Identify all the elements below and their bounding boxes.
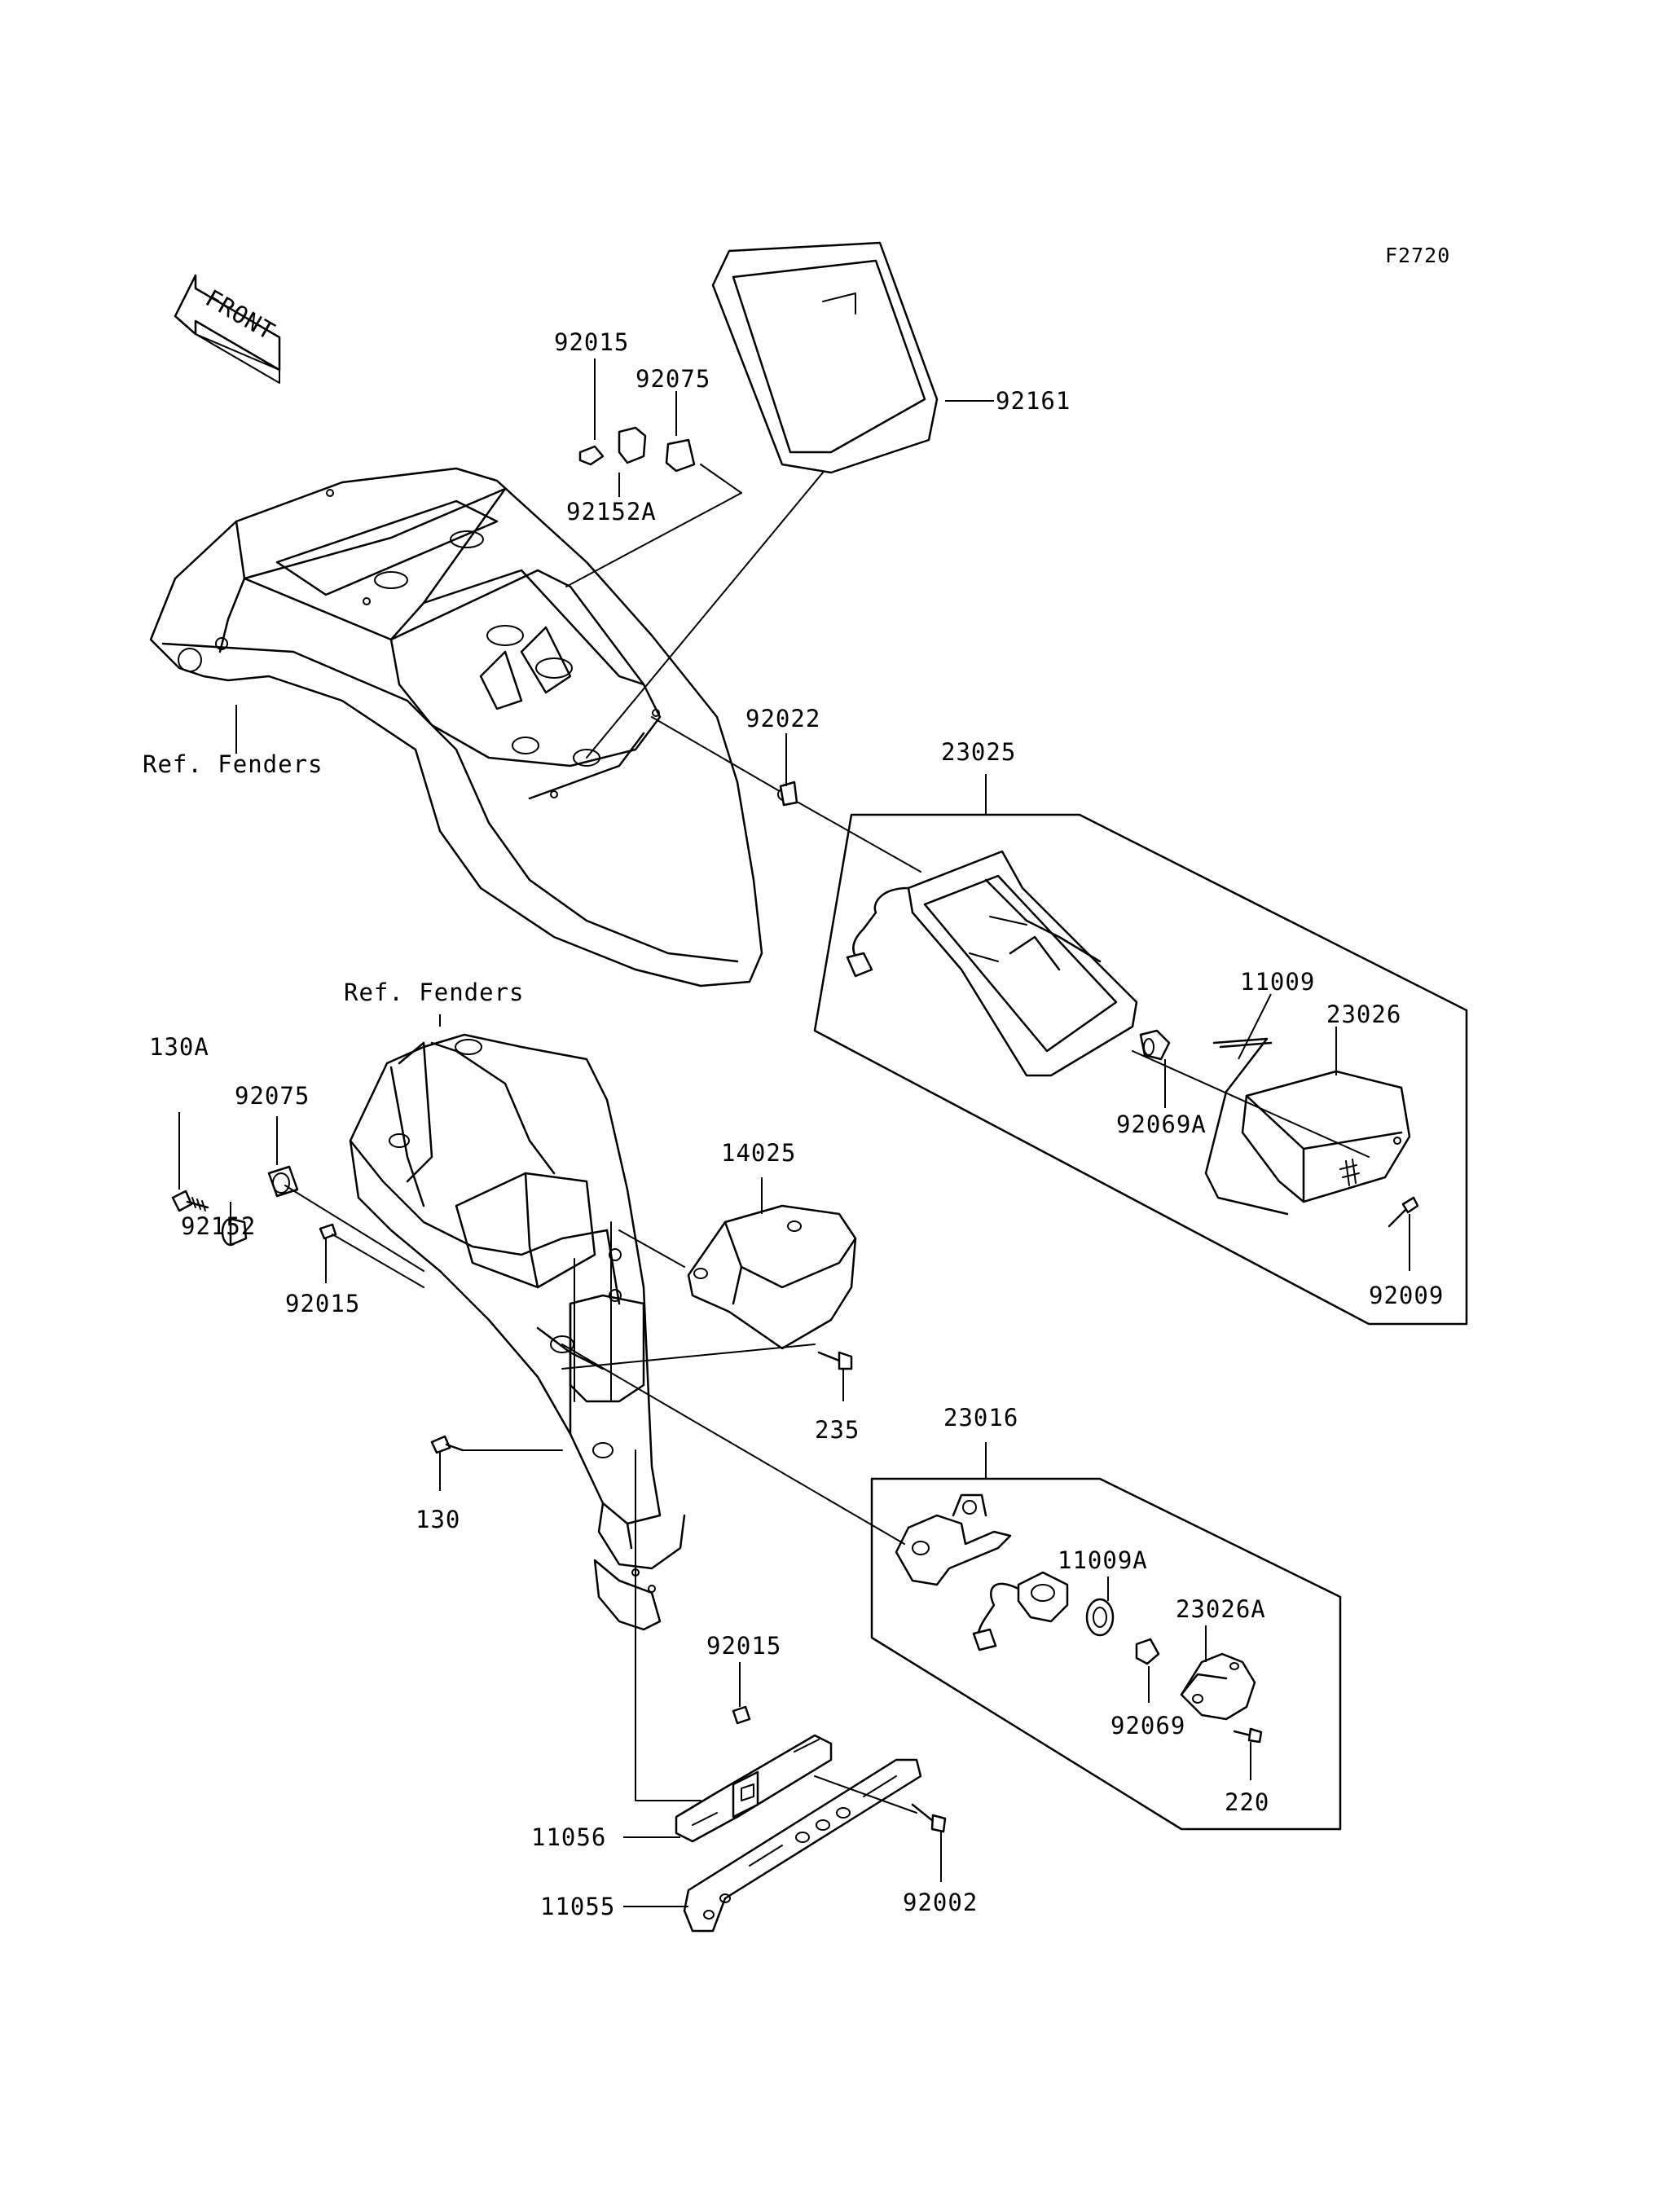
bracket-11056	[675, 1734, 833, 1843]
pad-92161	[711, 241, 939, 474]
label-92015-top: 92015	[554, 328, 629, 356]
label-92009: 92009	[1369, 1282, 1444, 1309]
label-23026A: 23026A	[1176, 1595, 1266, 1623]
label-220: 220	[1225, 1788, 1269, 1816]
label-92161: 92161	[996, 387, 1071, 415]
license-bracket-23016	[895, 1493, 1012, 1586]
label-11009: 11009	[1240, 968, 1315, 996]
nut-92015-lower	[319, 1223, 337, 1240]
label-92002: 92002	[903, 1889, 978, 1916]
screw-220	[1233, 1727, 1263, 1744]
bolt-92002	[911, 1803, 947, 1833]
hardware-top	[578, 426, 798, 807]
label-92075-lower: 92075	[235, 1082, 310, 1110]
bolt-130A	[171, 1190, 209, 1212]
label-235: 235	[815, 1416, 860, 1444]
label-130A: 130A	[149, 1033, 209, 1061]
screw-235	[817, 1351, 853, 1370]
label-92069: 92069	[1110, 1712, 1185, 1739]
lower-fender	[349, 1033, 686, 1631]
taillight-housing	[846, 850, 1138, 1077]
bracket-11055	[683, 1758, 922, 1933]
leader-lines	[178, 358, 1410, 1907]
label-92075-top: 92075	[635, 365, 710, 393]
label-92152A: 92152A	[566, 498, 657, 526]
group-bracket-23025	[813, 813, 1468, 1326]
screw-92009	[1388, 1196, 1419, 1228]
label-23016: 23016	[943, 1404, 1018, 1432]
label-14025: 14025	[721, 1139, 796, 1167]
label-92022: 92022	[745, 705, 820, 732]
label-11009A: 11009A	[1058, 1546, 1148, 1574]
label-92015-bracket: 92015	[706, 1632, 781, 1660]
grommet-92075-lower	[267, 1165, 299, 1198]
nut-92015-bracket	[732, 1705, 751, 1725]
lens-23026A	[1180, 1652, 1256, 1721]
upper-rear-fender	[149, 467, 763, 987]
label-130: 130	[416, 1506, 460, 1533]
bolt-130	[430, 1435, 464, 1454]
bulb-92069	[1135, 1638, 1160, 1665]
socket-11009A-group	[972, 1571, 1115, 1651]
front-arrow-icon: FRONT	[174, 274, 281, 384]
label-11056: 11056	[531, 1823, 606, 1851]
label-11055: 11055	[540, 1893, 615, 1920]
group-bracket-23016	[870, 1477, 1342, 1831]
label-92069A: 92069A	[1116, 1110, 1207, 1138]
lens-23026	[1241, 1070, 1411, 1203]
label-92152: 92152	[181, 1212, 256, 1240]
cover-14025	[687, 1204, 857, 1350]
label-23026: 23026	[1326, 1001, 1401, 1028]
label-ref-fenders-lower: Ref. Fenders	[344, 979, 525, 1006]
label-ref-fenders-top: Ref. Fenders	[143, 750, 323, 778]
bulb-92069A	[1139, 1029, 1171, 1061]
figure-id: F2720	[1385, 244, 1450, 267]
label-92015-lower: 92015	[285, 1290, 360, 1317]
label-23025: 23025	[941, 738, 1016, 766]
